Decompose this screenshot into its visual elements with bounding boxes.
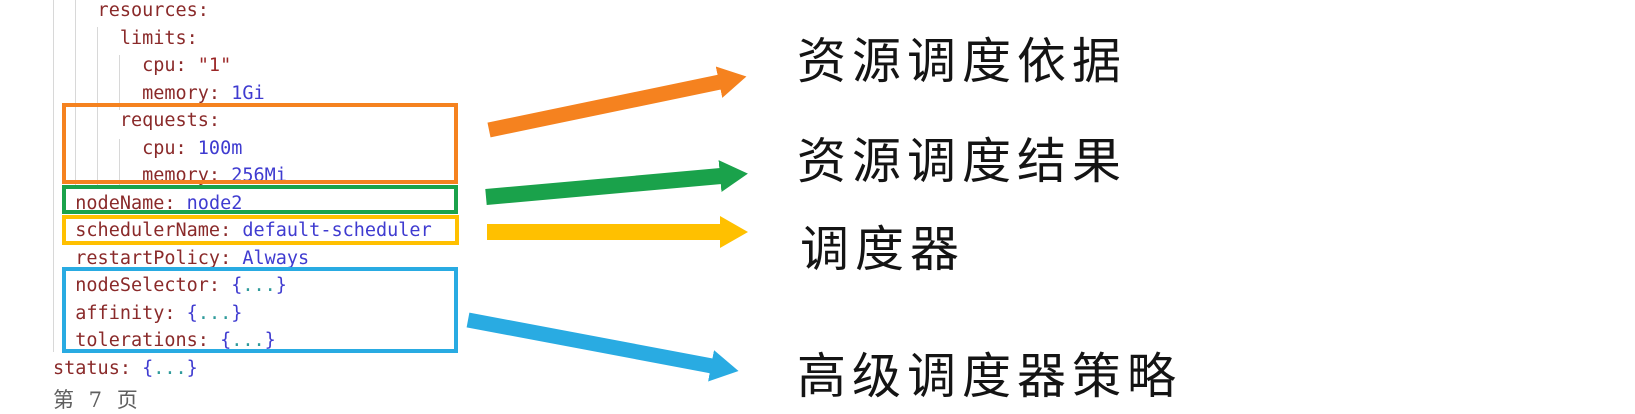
yaml-key: affinity: — [53, 302, 176, 324]
code-line-restartPolicy: restartPolicy: Always — [53, 245, 432, 273]
label-scheduling-basis: 资源调度依据 — [797, 33, 1128, 90]
yaml-value: node2 — [186, 192, 243, 214]
yaml-value: { — [231, 275, 243, 296]
yaml-value: { — [142, 357, 154, 379]
yaml-value: 100m — [197, 137, 243, 159]
yaml-key: resources: — [53, 0, 209, 21]
yaml-key: cpu: — [53, 137, 187, 159]
code-line-affinity: affinity: {...} — [53, 300, 432, 328]
arrow-resource-result — [485, 160, 748, 205]
indent-guide — [119, 55, 120, 110]
yaml-value: } — [231, 302, 243, 324]
yaml-value: } — [275, 275, 287, 296]
code-line-schedulerName: schedulerName: default-scheduler — [53, 217, 432, 245]
indent-guide — [53, 0, 54, 352]
yaml-value: 1Gi — [231, 82, 265, 104]
arrow-advanced — [466, 312, 739, 382]
nodename-box — [62, 185, 458, 214]
yaml-key: nodeName: — [53, 192, 176, 214]
code-line-limits-memory: memory: 1Gi — [53, 80, 432, 108]
code-line-requests-cpu: cpu: 100m — [53, 135, 432, 163]
label-scheduler: 调度器 — [800, 221, 966, 278]
yaml-value: ... — [231, 330, 265, 351]
yaml-key: nodeSelector: — [53, 275, 221, 296]
code-line-resources: resources: — [53, 0, 432, 25]
yaml-value — [231, 248, 242, 269]
yaml-key: status: — [53, 357, 131, 379]
yaml-value: ... — [242, 275, 276, 296]
yaml-value — [220, 83, 231, 104]
yaml-value: { — [220, 330, 232, 351]
yaml-value: { — [186, 302, 198, 324]
yaml-value: Always — [242, 247, 310, 269]
yaml-key: tolerations: — [53, 330, 209, 351]
advanced-scheduling-box — [62, 267, 458, 353]
arrow-resource-basis — [487, 66, 747, 138]
yaml-value: default-scheduler — [242, 220, 432, 241]
label-scheduling-result: 资源调度结果 — [797, 133, 1128, 190]
yaml-value — [187, 55, 198, 76]
yaml-key: schedulerName: — [53, 220, 232, 241]
page: resources: limits: cpu: "1" memory: 1Gi … — [53, 0, 1183, 412]
yaml-value: } — [186, 357, 198, 379]
yaml-value: } — [264, 330, 276, 351]
yaml-value: ... — [153, 357, 187, 379]
requests-box — [62, 103, 458, 184]
code-line-status: status: {...} — [53, 355, 432, 383]
code-line-nodeName: nodeName: node2 — [53, 190, 432, 218]
indent-guide — [119, 139, 120, 185]
code-line-nodeSelector: nodeSelector: {...} — [53, 272, 432, 300]
yaml-value: ... — [197, 302, 232, 324]
yaml-key: restartPolicy: — [53, 247, 232, 269]
code-line-tolerations: tolerations: {...} — [53, 327, 432, 355]
code-line-requests: requests: — [53, 107, 432, 135]
code-line-limits-cpu: cpu: "1" — [53, 52, 432, 80]
yaml-key: memory: — [53, 82, 221, 104]
indent-guide — [75, 0, 76, 185]
code-line-limits: limits: — [53, 25, 432, 53]
yaml-value — [131, 358, 142, 379]
schedulername-box — [62, 215, 459, 245]
yaml-value: "1" — [197, 55, 232, 76]
label-advanced-policies: 高级调度器策略 — [797, 348, 1183, 405]
yaml-key: requests: — [53, 110, 221, 131]
yaml-key: cpu: — [53, 55, 187, 76]
page-number: 第 7 页 — [53, 388, 142, 412]
code-block: resources: limits: cpu: "1" memory: 1Gi … — [53, 0, 432, 382]
yaml-key: limits: — [53, 27, 198, 49]
